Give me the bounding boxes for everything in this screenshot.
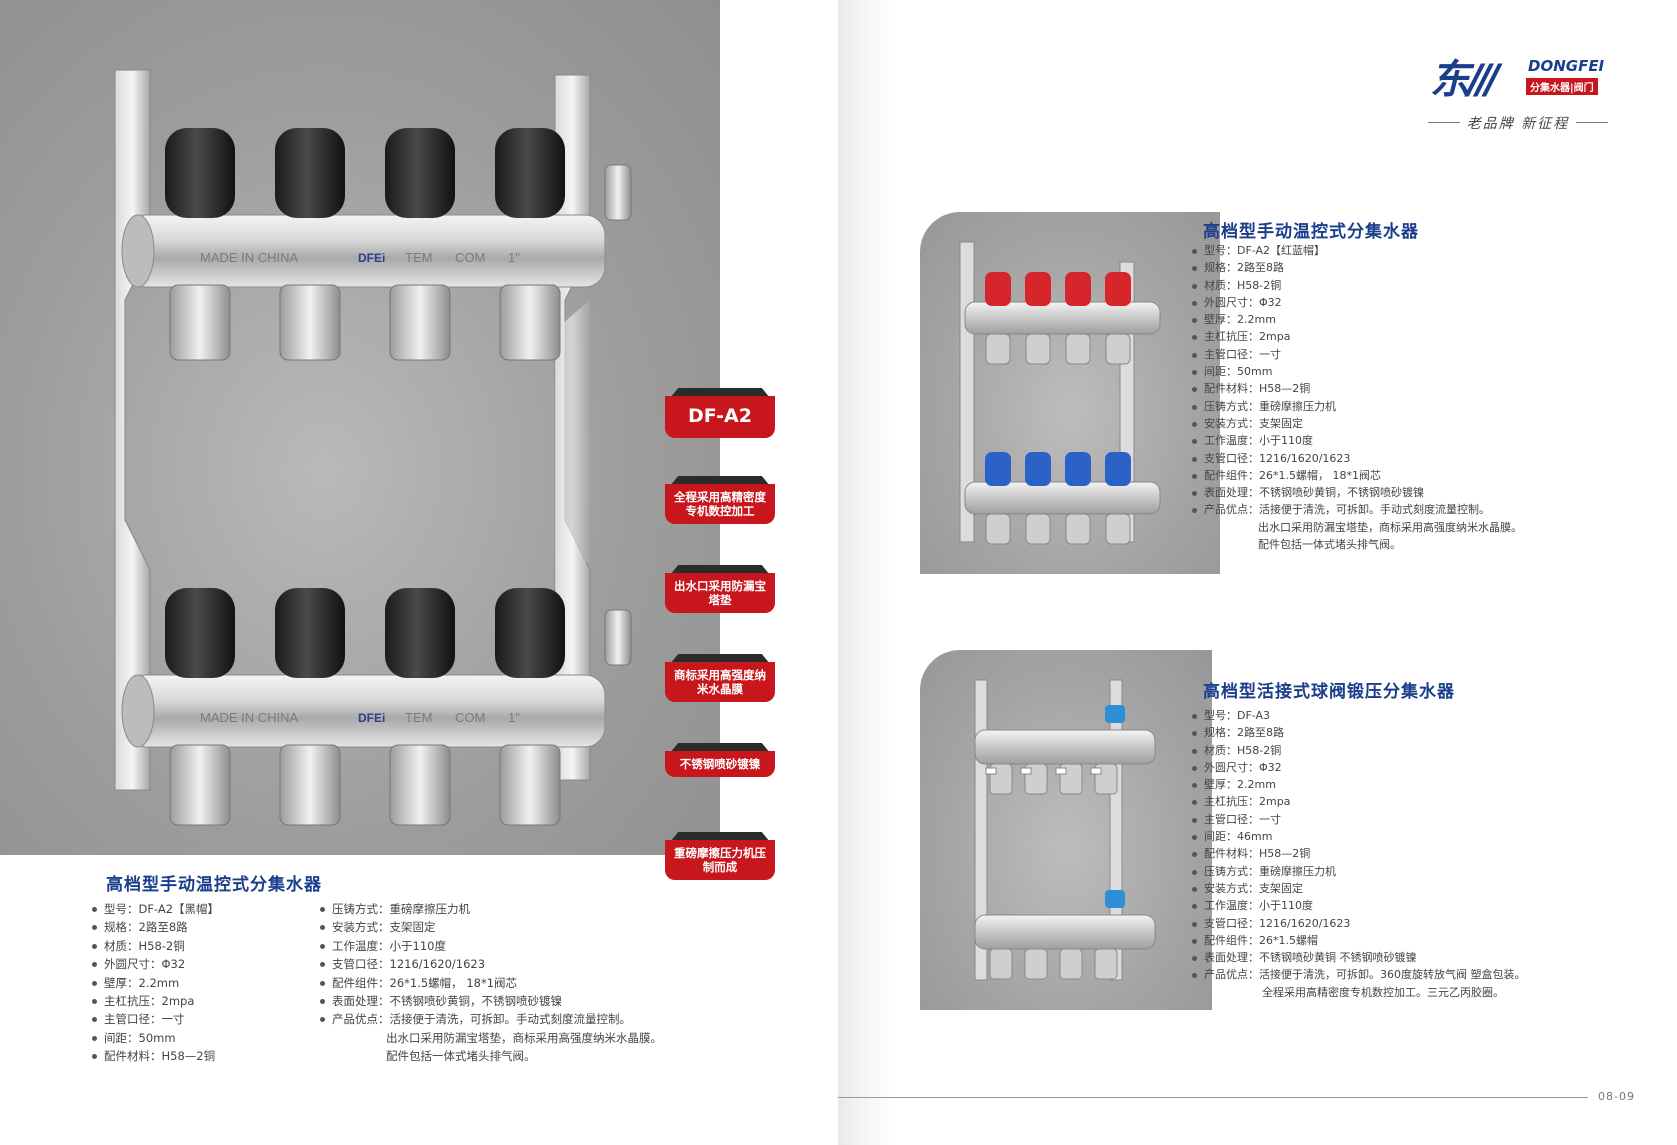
emboss-logo: DFEi xyxy=(358,251,385,265)
spec-row: 压铸方式：重磅摩擦压力机 xyxy=(1190,398,1522,415)
spec-row: 主管口径：一寸 xyxy=(1190,811,1526,828)
brand-slogan: 老品牌 新征程 xyxy=(1428,113,1608,133)
spec-row: 配件材料：H58—2铜 xyxy=(1190,380,1522,397)
spec-row: 规格：2路至8路 xyxy=(1190,724,1526,741)
spec-row-cont: 配件包括一体式堵头排气阀。 xyxy=(1258,538,1401,552)
emboss-made-in-china: MADE IN CHINA xyxy=(200,250,299,265)
page-number: 08-09 xyxy=(1598,1090,1635,1103)
right-product-1-title: 高档型手动温控式分集水器 xyxy=(1203,222,1419,242)
spec-row: 工作温度：小于110度 xyxy=(1190,432,1522,449)
logo-cn: 东/// xyxy=(1430,57,1500,103)
spec-row: 规格：2路至8路 xyxy=(1190,259,1522,276)
spec-row: 配件组件：26*1.5螺帽 xyxy=(1190,932,1526,949)
spec-row: 壁厚：2.2mm xyxy=(90,974,219,992)
product-photo-ball-valve xyxy=(920,650,1212,1010)
emboss-tem: TEM xyxy=(405,250,432,265)
left-specs-col1: 型号：DF-A2【黑帽】 规格：2路至8路 材质：H58-2铜 外圆尺寸：Φ32… xyxy=(90,900,219,1066)
spec-row: 表面处理：不锈钢喷砂黄铜 不锈钢喷砂镀镍 xyxy=(1190,949,1526,966)
product-photo-red-blue xyxy=(920,212,1220,574)
spec-row: 主管口径：一寸 xyxy=(1190,346,1522,363)
spec-row: 规格：2路至8路 xyxy=(90,918,219,936)
emboss-made-in-china-bottom: MADE IN CHINA xyxy=(200,710,299,725)
spec-row: 配件组件：26*1.5螺帽， 18*1阀芯 xyxy=(318,974,662,992)
spec-row: 外圆尺寸：Φ32 xyxy=(1190,759,1526,776)
spec-row: 安装方式：支架固定 xyxy=(318,918,662,936)
spec-row: 材质：H58-2铜 xyxy=(90,937,219,955)
spec-row: 型号：DF-A2【黑帽】 xyxy=(90,900,219,918)
emboss-com: COM xyxy=(455,250,485,265)
spec-row: 主管口径：一寸 xyxy=(90,1010,219,1028)
spec-row-cont: 出水口采用防漏宝塔垫，商标采用高强度纳米水晶膜。 xyxy=(386,1030,662,1045)
spec-row: 间距：50mm xyxy=(90,1029,219,1047)
left-product-title: 高档型手动温控式分集水器 xyxy=(106,875,322,895)
spec-row: 主杠抗压：2mpa xyxy=(1190,328,1522,345)
manifold-ball-valve-illustration xyxy=(974,679,1156,981)
spec-row-cont: 配件包括一体式堵头排气阀。 xyxy=(386,1049,536,1064)
manifold-red-blue-illustration xyxy=(959,241,1161,545)
spec-row: 型号：DF-A2【红蓝帽】 xyxy=(1190,242,1522,259)
spec-row: 配件材料：H58—2铜 xyxy=(1190,845,1526,862)
emboss-size: 1" xyxy=(508,250,520,265)
feature-tag-press: 重磅摩擦压力机压制而成 xyxy=(665,832,775,880)
emboss-com-bottom: COM xyxy=(455,710,485,725)
left-page: MADE IN CHINA DFEi TEM COM 1" MADE IN CH… xyxy=(0,0,838,1145)
spec-row: 工作温度：小于110度 xyxy=(318,937,662,955)
spec-row: 外圆尺寸：Φ32 xyxy=(90,955,219,973)
spec-row: 壁厚：2.2mm xyxy=(1190,311,1522,328)
emboss-size-bottom: 1" xyxy=(508,710,520,725)
spec-row: 材质：H58-2铜 xyxy=(1190,742,1526,759)
hero-product-photo: MADE IN CHINA DFEi TEM COM 1" MADE IN CH… xyxy=(0,0,720,855)
spec-row: 表面处理：不锈钢喷砂黄铜，不锈钢喷砂镀镍 xyxy=(318,992,662,1010)
feature-tag-film: 商标采用高强度纳米水晶膜 xyxy=(665,654,775,702)
brand-logo: 东/// DONGFEI 分集水器|阀门 xyxy=(1430,45,1610,105)
feature-tag-cnc: 全程采用高精密度专机数控加工 xyxy=(665,476,775,524)
emboss-tem-bottom: TEM xyxy=(405,710,432,725)
spec-row: 材质：H58-2铜 xyxy=(1190,277,1522,294)
spec-row: 配件组件：26*1.5螺帽， 18*1阀芯 xyxy=(1190,467,1522,484)
spec-row: 壁厚：2.2mm xyxy=(1190,776,1526,793)
spec-row: 型号：DF-A3 xyxy=(1190,707,1526,724)
logo-subtitle: 分集水器|阀门 xyxy=(1526,78,1598,95)
right-product-1-specs: 型号：DF-A2【红蓝帽】 规格：2路至8路 材质：H58-2铜 外圆尺寸：Φ3… xyxy=(1190,242,1522,553)
spec-row: 间距：46mm xyxy=(1190,828,1526,845)
spec-row: 产品优点：活接便于清洗，可拆卸。手动式刻度流量控制。 xyxy=(1190,501,1522,518)
spec-row-cont: 出水口采用防漏宝塔垫，商标采用高强度纳米水晶膜。 xyxy=(1258,520,1522,534)
spec-row: 工作温度：小于110度 xyxy=(1190,897,1526,914)
spec-row: 主杠抗压：2mpa xyxy=(1190,793,1526,810)
spec-row: 安装方式：支架固定 xyxy=(1190,880,1526,897)
spec-row: 外圆尺寸：Φ32 xyxy=(1190,294,1522,311)
feature-tag-nickel: 不锈钢喷砂镀镍 xyxy=(665,743,775,777)
spec-row: 产品优点：活接便于清洗，可拆卸。360度旋转放气阀 塑盒包装。 xyxy=(1190,966,1526,983)
spec-row: 配件材料：H58—2铜 xyxy=(90,1047,219,1065)
spec-row: 支管口径：1216/1620/1623 xyxy=(318,955,662,973)
spec-row: 安装方式：支架固定 xyxy=(1190,415,1522,432)
footer-rule xyxy=(838,1097,1588,1098)
right-product-2-specs: 型号：DF-A3 规格：2路至8路 材质：H58-2铜 外圆尺寸：Φ32 壁厚：… xyxy=(1190,707,1526,1001)
spec-row: 压铸方式：重磅摩擦压力机 xyxy=(318,900,662,918)
left-specs-col2: 压铸方式：重磅摩擦压力机 安装方式：支架固定 工作温度：小于110度 支管口径：… xyxy=(318,900,662,1066)
feature-tag-gasket: 出水口采用防漏宝塔垫 xyxy=(665,565,775,613)
logo-en: DONGFEI xyxy=(1528,57,1605,75)
spec-row-cont: 全程采用高精密度专机数控加工。三元乙丙胶圈。 xyxy=(1262,985,1504,999)
spec-row: 压铸方式：重磅摩擦压力机 xyxy=(1190,863,1526,880)
emboss-logo-bottom: DFEi xyxy=(358,711,385,725)
spec-row: 间距：50mm xyxy=(1190,363,1522,380)
right-product-2-title: 高档型活接式球阀锻压分集水器 xyxy=(1203,682,1455,702)
model-tag: DF-A2 xyxy=(665,388,775,438)
spec-row: 表面处理：不锈钢喷砂黄铜，不锈钢喷砂镀镍 xyxy=(1190,484,1522,501)
spec-row: 支管口径：1216/1620/1623 xyxy=(1190,450,1522,467)
spec-row: 产品优点：活接便于清洗，可拆卸。手动式刻度流量控制。 xyxy=(318,1010,662,1028)
manifold-illustration: MADE IN CHINA DFEi TEM COM 1" MADE IN CH… xyxy=(114,69,632,826)
spec-row: 支管口径：1216/1620/1623 xyxy=(1190,915,1526,932)
spec-row: 主杠抗压：2mpa xyxy=(90,992,219,1010)
